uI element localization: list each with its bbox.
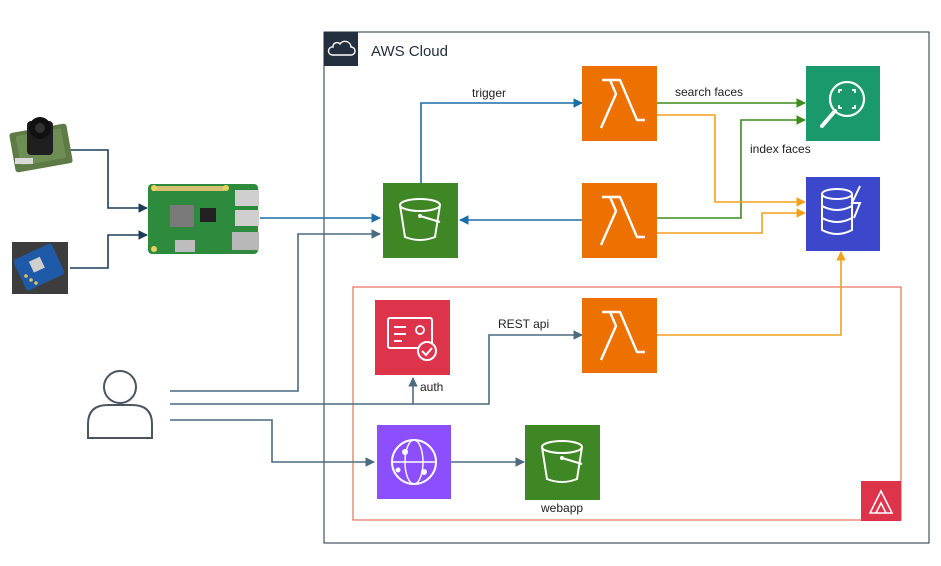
amplify-icon [861,481,901,521]
label-webapp: webapp [540,501,583,515]
cognito-icon [375,300,450,375]
lambda-index-icon [582,183,657,258]
connectors [70,98,846,467]
camera-module [9,117,73,173]
aws-cloud-label: AWS Cloud [371,43,448,60]
lambda-search-icon [582,66,657,141]
sensor-module [12,242,68,294]
arrow-camera-to-pi [70,149,148,213]
dynamodb-icon [806,177,880,251]
label-search-faces: search faces [675,85,743,99]
aws-cloud-group: AWS Cloud [323,31,930,544]
arrow-lambda1-to-dynamodb [657,114,806,207]
arrow-rest-api [413,330,583,405]
s3-webapp-icon [525,425,600,500]
amplify-group [352,286,902,521]
arrow-lambda3-to-dynamodb [657,251,846,336]
arrow-s3-trigger-lambda [420,98,583,183]
label-auth: auth [420,380,443,394]
rekognition-icon [806,66,880,141]
label-rest-api: REST api [498,317,549,331]
arrow-user-to-cloudfront [170,419,375,467]
arrow-sensor-to-pi [70,230,148,269]
lambda-api-icon [582,298,657,373]
s3-bucket-icon [383,183,458,258]
label-trigger: trigger [472,86,506,100]
arrow-lambda2-to-dynamodb [657,208,806,234]
label-index-faces: index faces [750,142,811,156]
user-icon [87,370,153,439]
raspberry-pi-board [148,184,259,254]
arrow-user-to-s3 [170,229,381,392]
cloudfront-icon [377,425,451,499]
arrow-index-faces [657,115,806,219]
